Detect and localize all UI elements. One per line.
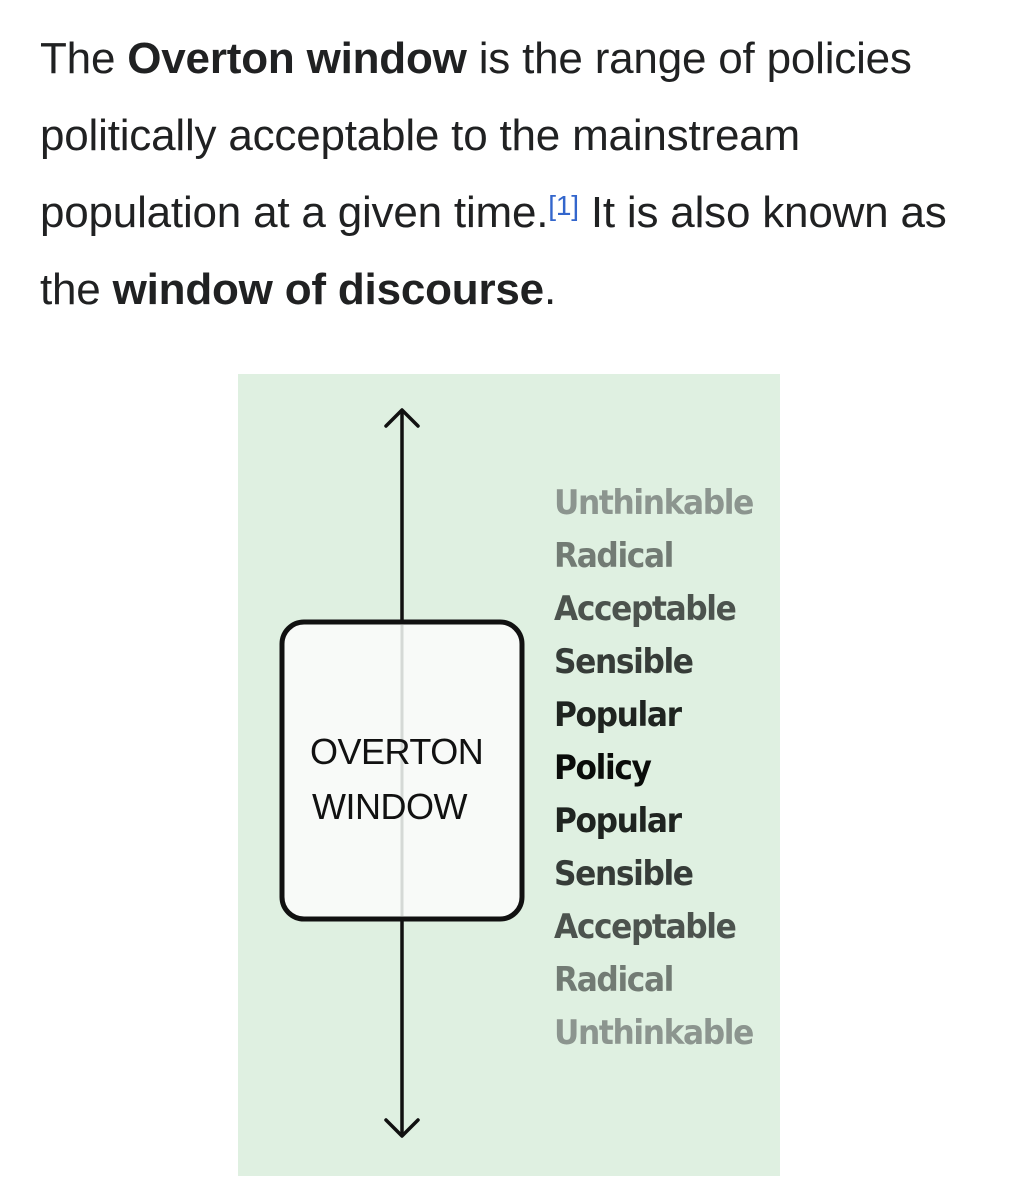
window-label-line2: WINDOW <box>312 786 467 827</box>
intro-paragraph: The Overton window is the range of polic… <box>40 20 990 328</box>
term-window-of-discourse: window of discourse <box>112 265 545 314</box>
level-policy: Policy <box>554 748 652 788</box>
intro-text-4: . <box>543 265 556 314</box>
level-acceptable: Acceptable <box>554 907 737 947</box>
arrow-down-icon <box>384 1118 420 1138</box>
level-unthinkable: Unthinkable <box>554 483 754 523</box>
window-label: OVERTON WINDOW <box>284 724 522 834</box>
intro-text-3: It is also known as the <box>40 188 947 314</box>
level-radical: Radical <box>554 536 674 576</box>
level-acceptable: Acceptable <box>554 589 737 629</box>
level-popular: Popular <box>554 695 682 735</box>
window-label-line1: OVERTON <box>310 731 484 772</box>
level-unthinkable: Unthinkable <box>554 1013 754 1053</box>
diagram-graphic <box>279 408 525 1138</box>
level-popular: Popular <box>554 801 682 841</box>
citation-link[interactable]: [1] <box>548 190 579 222</box>
level-radical: Radical <box>554 960 674 1000</box>
level-sensible: Sensible <box>554 854 694 894</box>
intro-text-1: The <box>40 34 128 83</box>
level-sensible: Sensible <box>554 642 694 682</box>
intro-text-2: is the range of policies politically acc… <box>40 34 912 237</box>
term-overton-window: Overton window <box>127 34 467 83</box>
arrow-up-icon <box>384 408 420 428</box>
